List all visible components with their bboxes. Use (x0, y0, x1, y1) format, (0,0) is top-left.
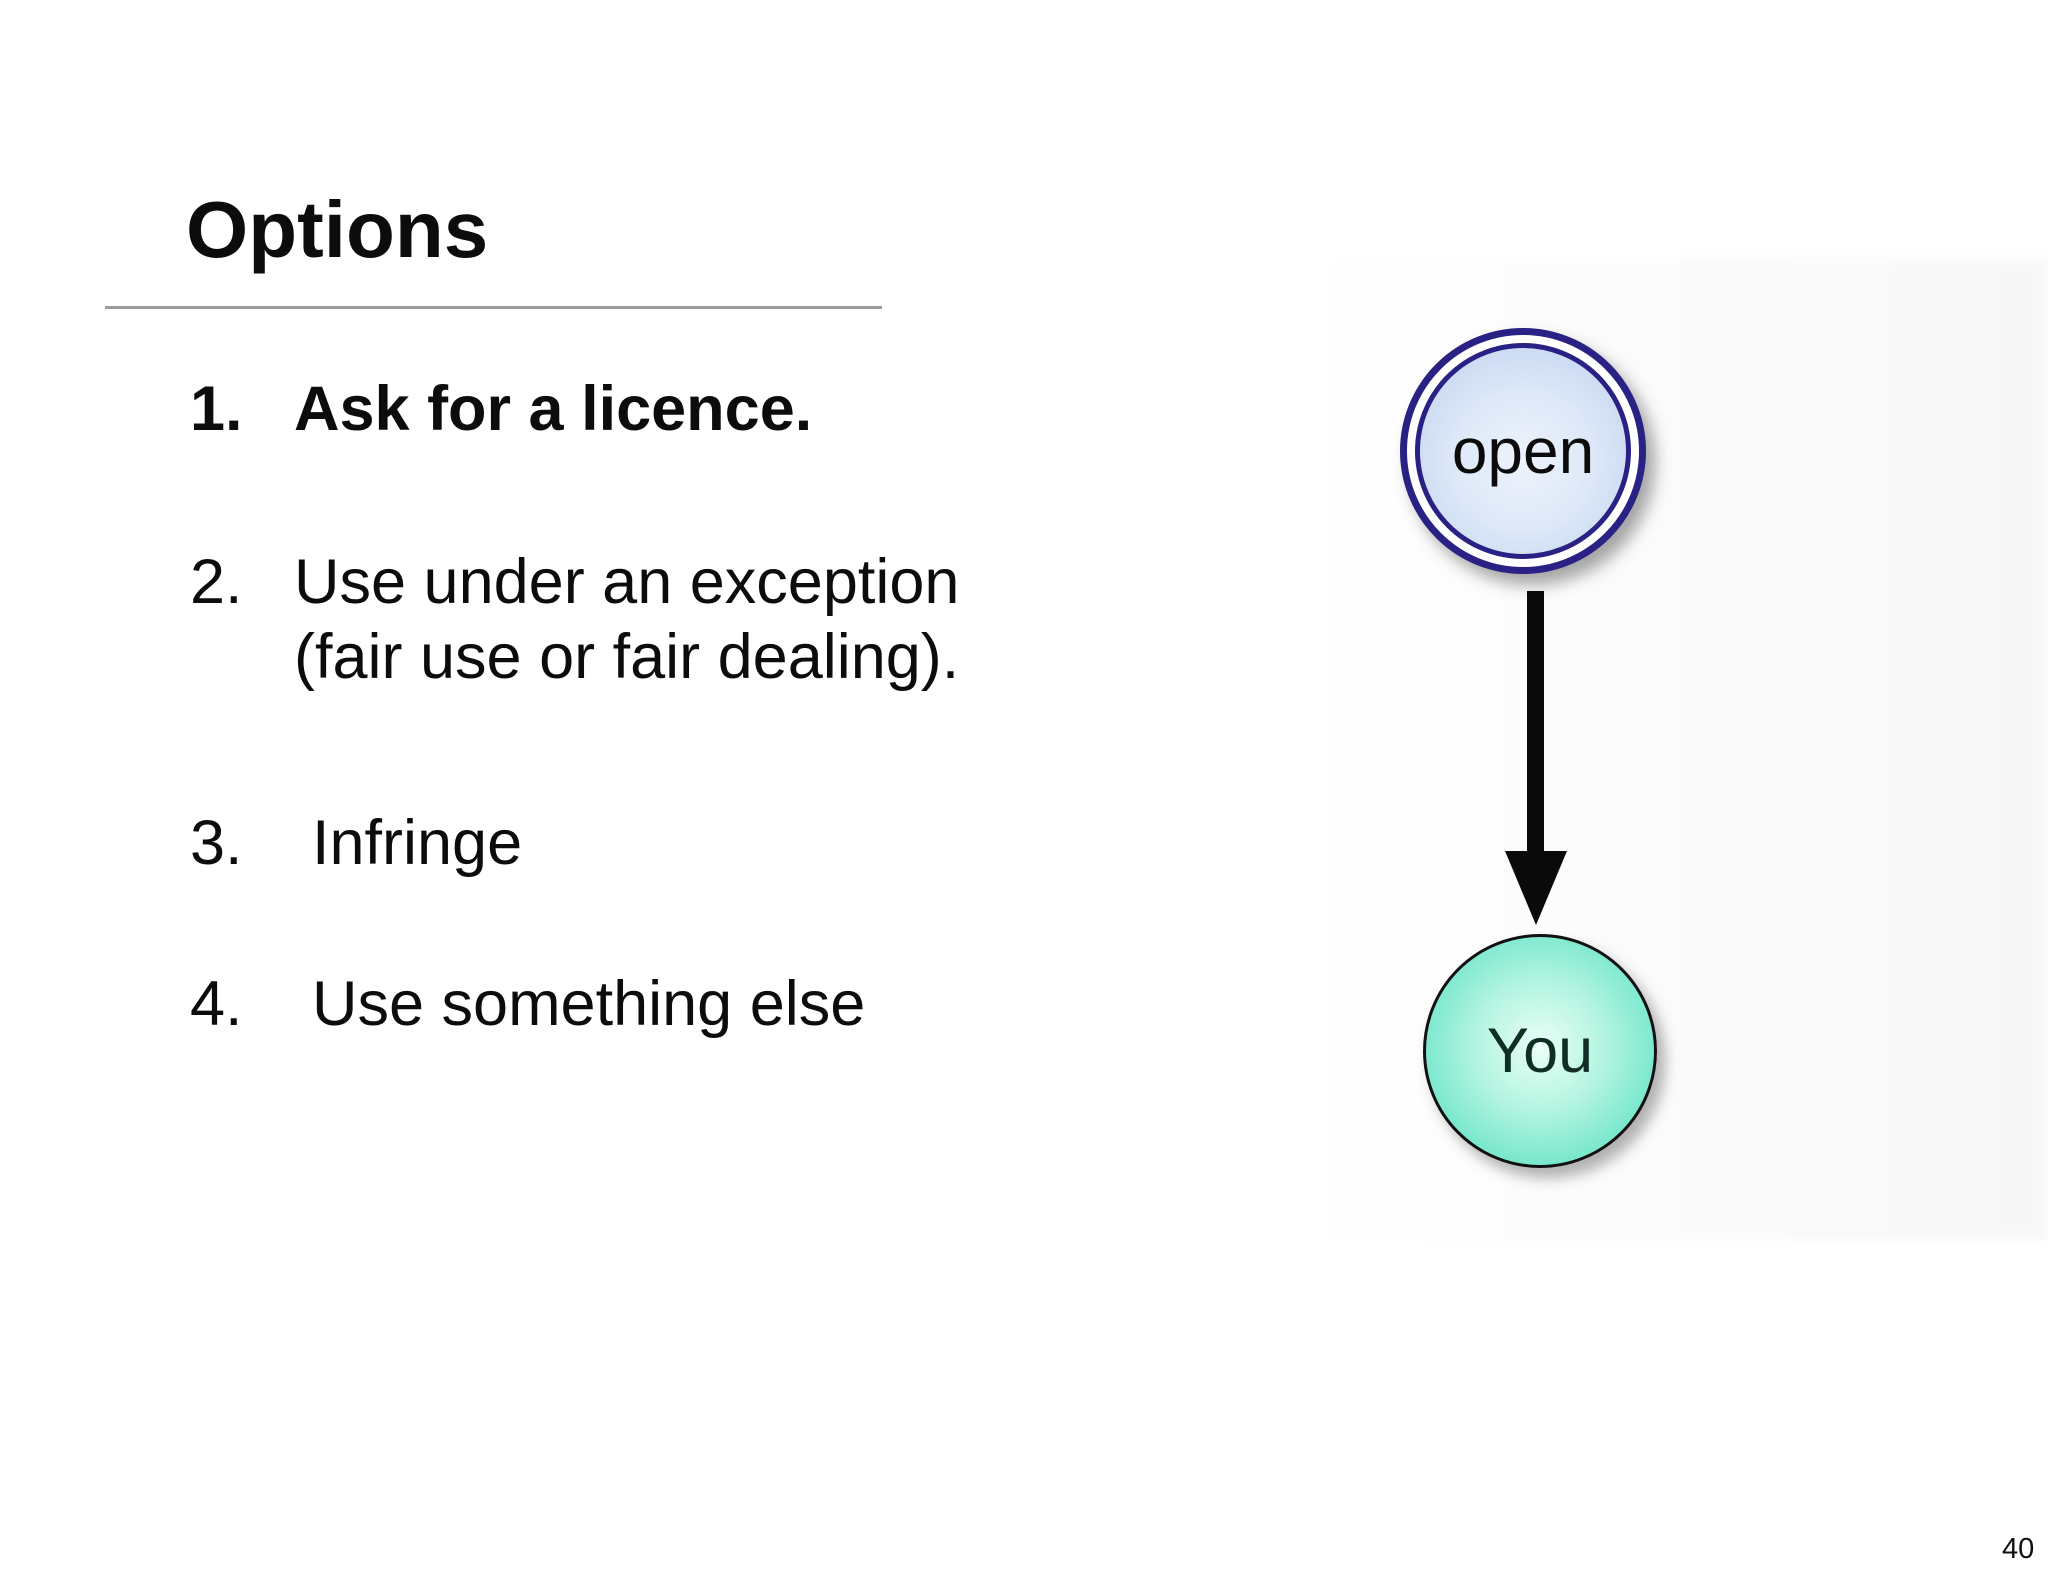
slide-title: Options (186, 185, 489, 274)
list-item-2: 2. Use under an exception (fair use or f… (190, 545, 959, 695)
open-node-label: open (1415, 343, 1631, 559)
list-item-4: 4. Use something else (190, 967, 865, 1042)
arrow-down-stem (1527, 591, 1544, 853)
list-item-2-text: Use under an exception (fair use or fair… (294, 545, 959, 695)
list-item-3: 3. Infringe (190, 806, 522, 881)
list-item-1: 1. Ask for a licence. (190, 372, 812, 447)
open-node: open (1400, 328, 1646, 574)
list-item-1-text: Ask for a licence. (294, 374, 813, 444)
you-node: You (1423, 934, 1657, 1168)
title-divider-line (105, 306, 882, 309)
list-item-3-text: Infringe (312, 808, 523, 878)
list-item-1-number: 1. (190, 374, 243, 444)
list-item-4-text: Use something else (312, 969, 866, 1039)
list-item-2-number: 2. (190, 547, 243, 617)
arrow-down-head-icon (1505, 851, 1567, 925)
list-item-2-line-2: (fair use or fair dealing). (294, 622, 960, 692)
diagram-background-shading (1290, 260, 2048, 1240)
list-item-2-line-1: Use under an exception (294, 547, 960, 617)
list-item-3-number: 3. (190, 808, 243, 878)
list-item-4-number: 4. (190, 969, 243, 1039)
page-number: 40 (2002, 1533, 2035, 1565)
